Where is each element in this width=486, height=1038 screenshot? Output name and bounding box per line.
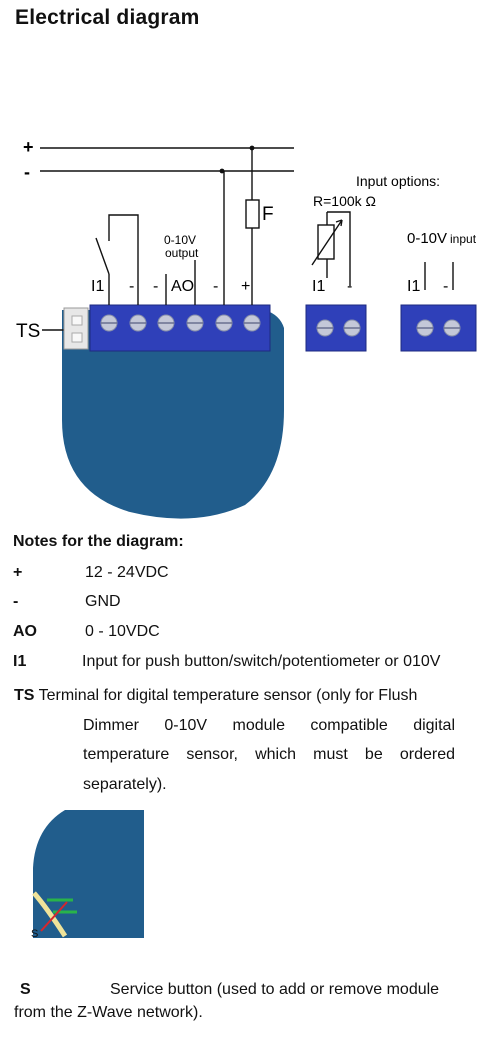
input-options-heading: Input options: xyxy=(356,173,440,189)
terminal-label-i1: I1 xyxy=(91,278,104,295)
supply-plus-label: + xyxy=(23,137,34,157)
yellow-stripe xyxy=(32,891,68,938)
note-ts-body: Dimmer 0-10V module compatible digital t… xyxy=(83,716,455,793)
output-label-1: 0-10V xyxy=(164,233,196,247)
potentiometer-wiring xyxy=(311,211,351,286)
terminal-label-plus: + xyxy=(241,278,250,295)
option2-label-minus: - xyxy=(443,278,448,295)
note-minus: - GND xyxy=(13,592,473,612)
terminal-label-ao: AO xyxy=(171,278,194,295)
note-symbol: - xyxy=(13,593,19,610)
service-button-diagram: S xyxy=(31,810,144,940)
output-label-2: output xyxy=(165,246,199,260)
terminal-label-minus-2: - xyxy=(153,278,158,295)
note-symbol: I1 xyxy=(13,653,27,670)
option2-terminal-block xyxy=(400,304,477,352)
note-ts-line1: Terminal for digital temperature sensor … xyxy=(38,687,418,704)
fuse xyxy=(245,199,260,229)
service-button-label: S xyxy=(31,928,38,940)
option1-label-minus: - xyxy=(347,278,352,295)
option2-label-i1: I1 xyxy=(407,278,420,295)
note-text: 0 - 10VDC xyxy=(85,623,160,640)
wiring xyxy=(95,148,253,305)
note-text: GND xyxy=(85,593,121,610)
note-symbol: + xyxy=(13,564,23,581)
module-body-detail xyxy=(33,810,144,938)
fuse-label: F xyxy=(262,204,274,225)
note-text: 12 - 24VDC xyxy=(85,564,169,581)
minus-junction xyxy=(219,168,225,174)
option2-title-sub: input xyxy=(450,232,477,246)
page-title: Electrical diagram xyxy=(15,6,200,29)
terminal-block xyxy=(89,304,271,352)
note-i1: I1 Input for push button/switch/potentio… xyxy=(13,652,483,672)
supply-minus-label: - xyxy=(24,162,30,182)
ts-connector xyxy=(63,307,89,350)
note-ao: AO 0 - 10VDC xyxy=(13,622,473,642)
note-symbol: AO xyxy=(13,623,37,640)
note-symbol: S xyxy=(20,981,31,998)
ts-label: TS xyxy=(16,321,40,342)
option1-label-i1: I1 xyxy=(312,278,325,295)
module-body xyxy=(62,305,284,519)
terminal-label-minus-1: - xyxy=(129,278,134,295)
note-text: Input for push button/switch/potentiomet… xyxy=(82,653,441,670)
option2-title-main: 0-10V xyxy=(407,230,447,247)
note-plus: + 12 - 24VDC xyxy=(13,563,473,583)
note-ts: TS Terminal for digital temperature sens… xyxy=(14,681,455,799)
option2-wiring xyxy=(424,262,454,290)
terminal-screws xyxy=(100,314,261,332)
notes-heading: Notes for the diagram: xyxy=(13,533,184,550)
resistor-label: R=100k Ω xyxy=(313,193,376,209)
terminal-label-minus-3: - xyxy=(213,278,218,295)
note-service-text: Service button (used to add or remove mo… xyxy=(14,981,440,1021)
electrical-diagram: + - TS I1 - - AO - + xyxy=(16,137,477,519)
note-symbol: TS xyxy=(14,687,35,704)
service-button-pointer xyxy=(40,901,68,932)
